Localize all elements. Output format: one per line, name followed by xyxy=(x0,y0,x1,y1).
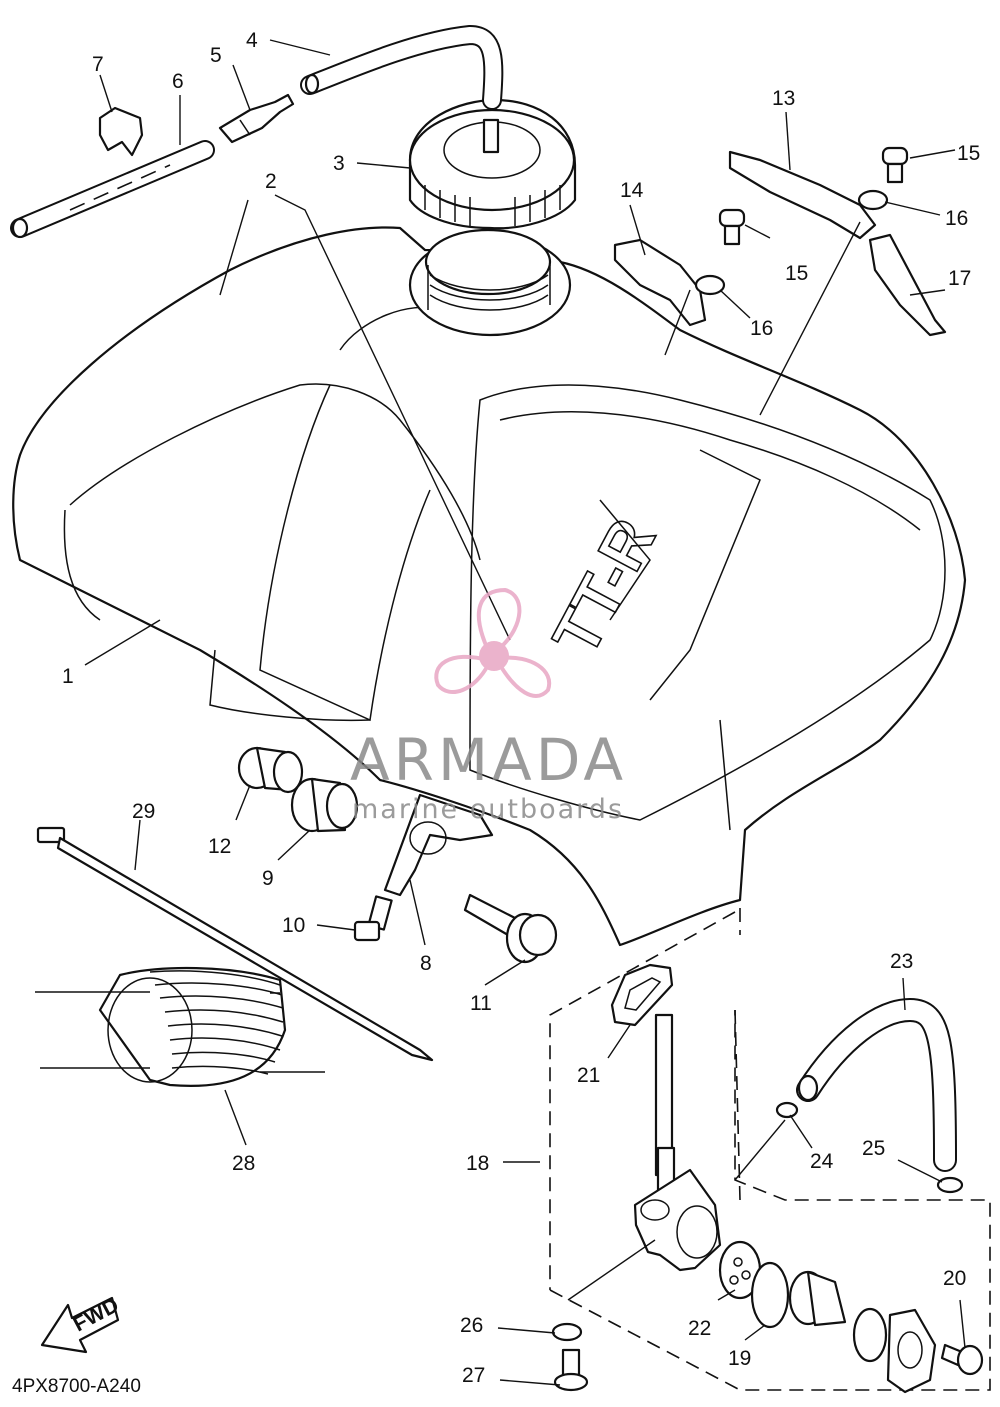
damper-9 xyxy=(290,777,359,833)
o-ring-19 xyxy=(750,1261,790,1329)
bolt-15-upper xyxy=(881,146,909,184)
clip-25 xyxy=(936,1176,964,1194)
hose-clip xyxy=(98,106,144,157)
part-label: 8 xyxy=(420,952,432,975)
wave-washer xyxy=(852,1307,888,1363)
part-labels: 1234567891011121314151516161718192021222… xyxy=(62,29,980,1387)
part-label: 22 xyxy=(688,1317,711,1340)
diagram-code: 4PX8700-A240 xyxy=(12,1376,141,1397)
part-label: 15 xyxy=(785,262,808,285)
watermark-tagline: marine outboards xyxy=(352,794,624,825)
washer-26 xyxy=(551,1322,583,1342)
part-label: 16 xyxy=(945,207,968,230)
part-label: 10 xyxy=(282,914,305,937)
part-label: 12 xyxy=(208,835,231,858)
bracket-17 xyxy=(868,233,947,337)
part-label: 26 xyxy=(460,1314,483,1337)
part-label: 6 xyxy=(172,70,184,93)
bracket-14 xyxy=(613,238,707,327)
protector-28 xyxy=(35,966,325,1087)
part-label: 28 xyxy=(232,1152,255,1175)
bolt-15-lower xyxy=(718,208,746,246)
fuel-hose-23 xyxy=(796,997,957,1172)
bracket-13 xyxy=(728,150,877,240)
part-label: 4 xyxy=(246,29,258,52)
cable-tie xyxy=(36,826,434,1062)
fuel-cock xyxy=(633,1013,722,1272)
bolt-11 xyxy=(463,893,558,964)
part-label: 27 xyxy=(462,1364,485,1387)
fwd-arrow-icon: FWD xyxy=(40,1294,123,1354)
part-label: 11 xyxy=(470,992,492,1015)
bolt-10 xyxy=(353,895,393,942)
part-label: 19 xyxy=(728,1347,751,1370)
part-label: 18 xyxy=(466,1152,489,1175)
screw-20 xyxy=(940,1343,984,1376)
part-label: 21 xyxy=(577,1064,600,1087)
fuel-cock-plate xyxy=(886,1308,937,1394)
part-label: 9 xyxy=(262,867,274,890)
fuel-tank: TT-R xyxy=(12,226,967,947)
part-label: 15 xyxy=(957,142,980,165)
part-label: 16 xyxy=(750,317,773,340)
part-label: 7 xyxy=(92,53,104,76)
fuel-cock-lever xyxy=(788,1270,847,1327)
watermark-brand: ARMADA xyxy=(350,726,627,794)
part-label: 24 xyxy=(810,1150,834,1173)
leader-lines xyxy=(84,39,966,1386)
washer-16-lower xyxy=(694,274,726,296)
part-label: 13 xyxy=(772,87,795,110)
breather-hose xyxy=(300,24,504,110)
part-label: 2 xyxy=(265,170,277,193)
part-label: 29 xyxy=(132,800,155,823)
part-label: 25 xyxy=(862,1137,885,1160)
part-label: 17 xyxy=(948,267,971,290)
part-label: 1 xyxy=(62,665,74,688)
armada-watermark: ARMADA marine outboards xyxy=(350,587,627,825)
part-label: 23 xyxy=(890,950,913,973)
part-label: 5 xyxy=(210,44,222,67)
propeller-logo-icon xyxy=(434,587,552,698)
washer-16-upper xyxy=(857,189,889,211)
clip-24 xyxy=(775,1101,799,1119)
bolt-27 xyxy=(553,1348,589,1392)
part-label: 3 xyxy=(333,152,345,175)
damper-12 xyxy=(237,746,304,794)
fuel-cap xyxy=(408,98,577,230)
part-label: 20 xyxy=(943,1267,966,1290)
vent-hose xyxy=(10,140,215,239)
bracket-8 xyxy=(383,793,494,897)
part-label: 14 xyxy=(620,179,644,202)
check-valve xyxy=(218,93,295,144)
gasket-21 xyxy=(610,963,674,1027)
